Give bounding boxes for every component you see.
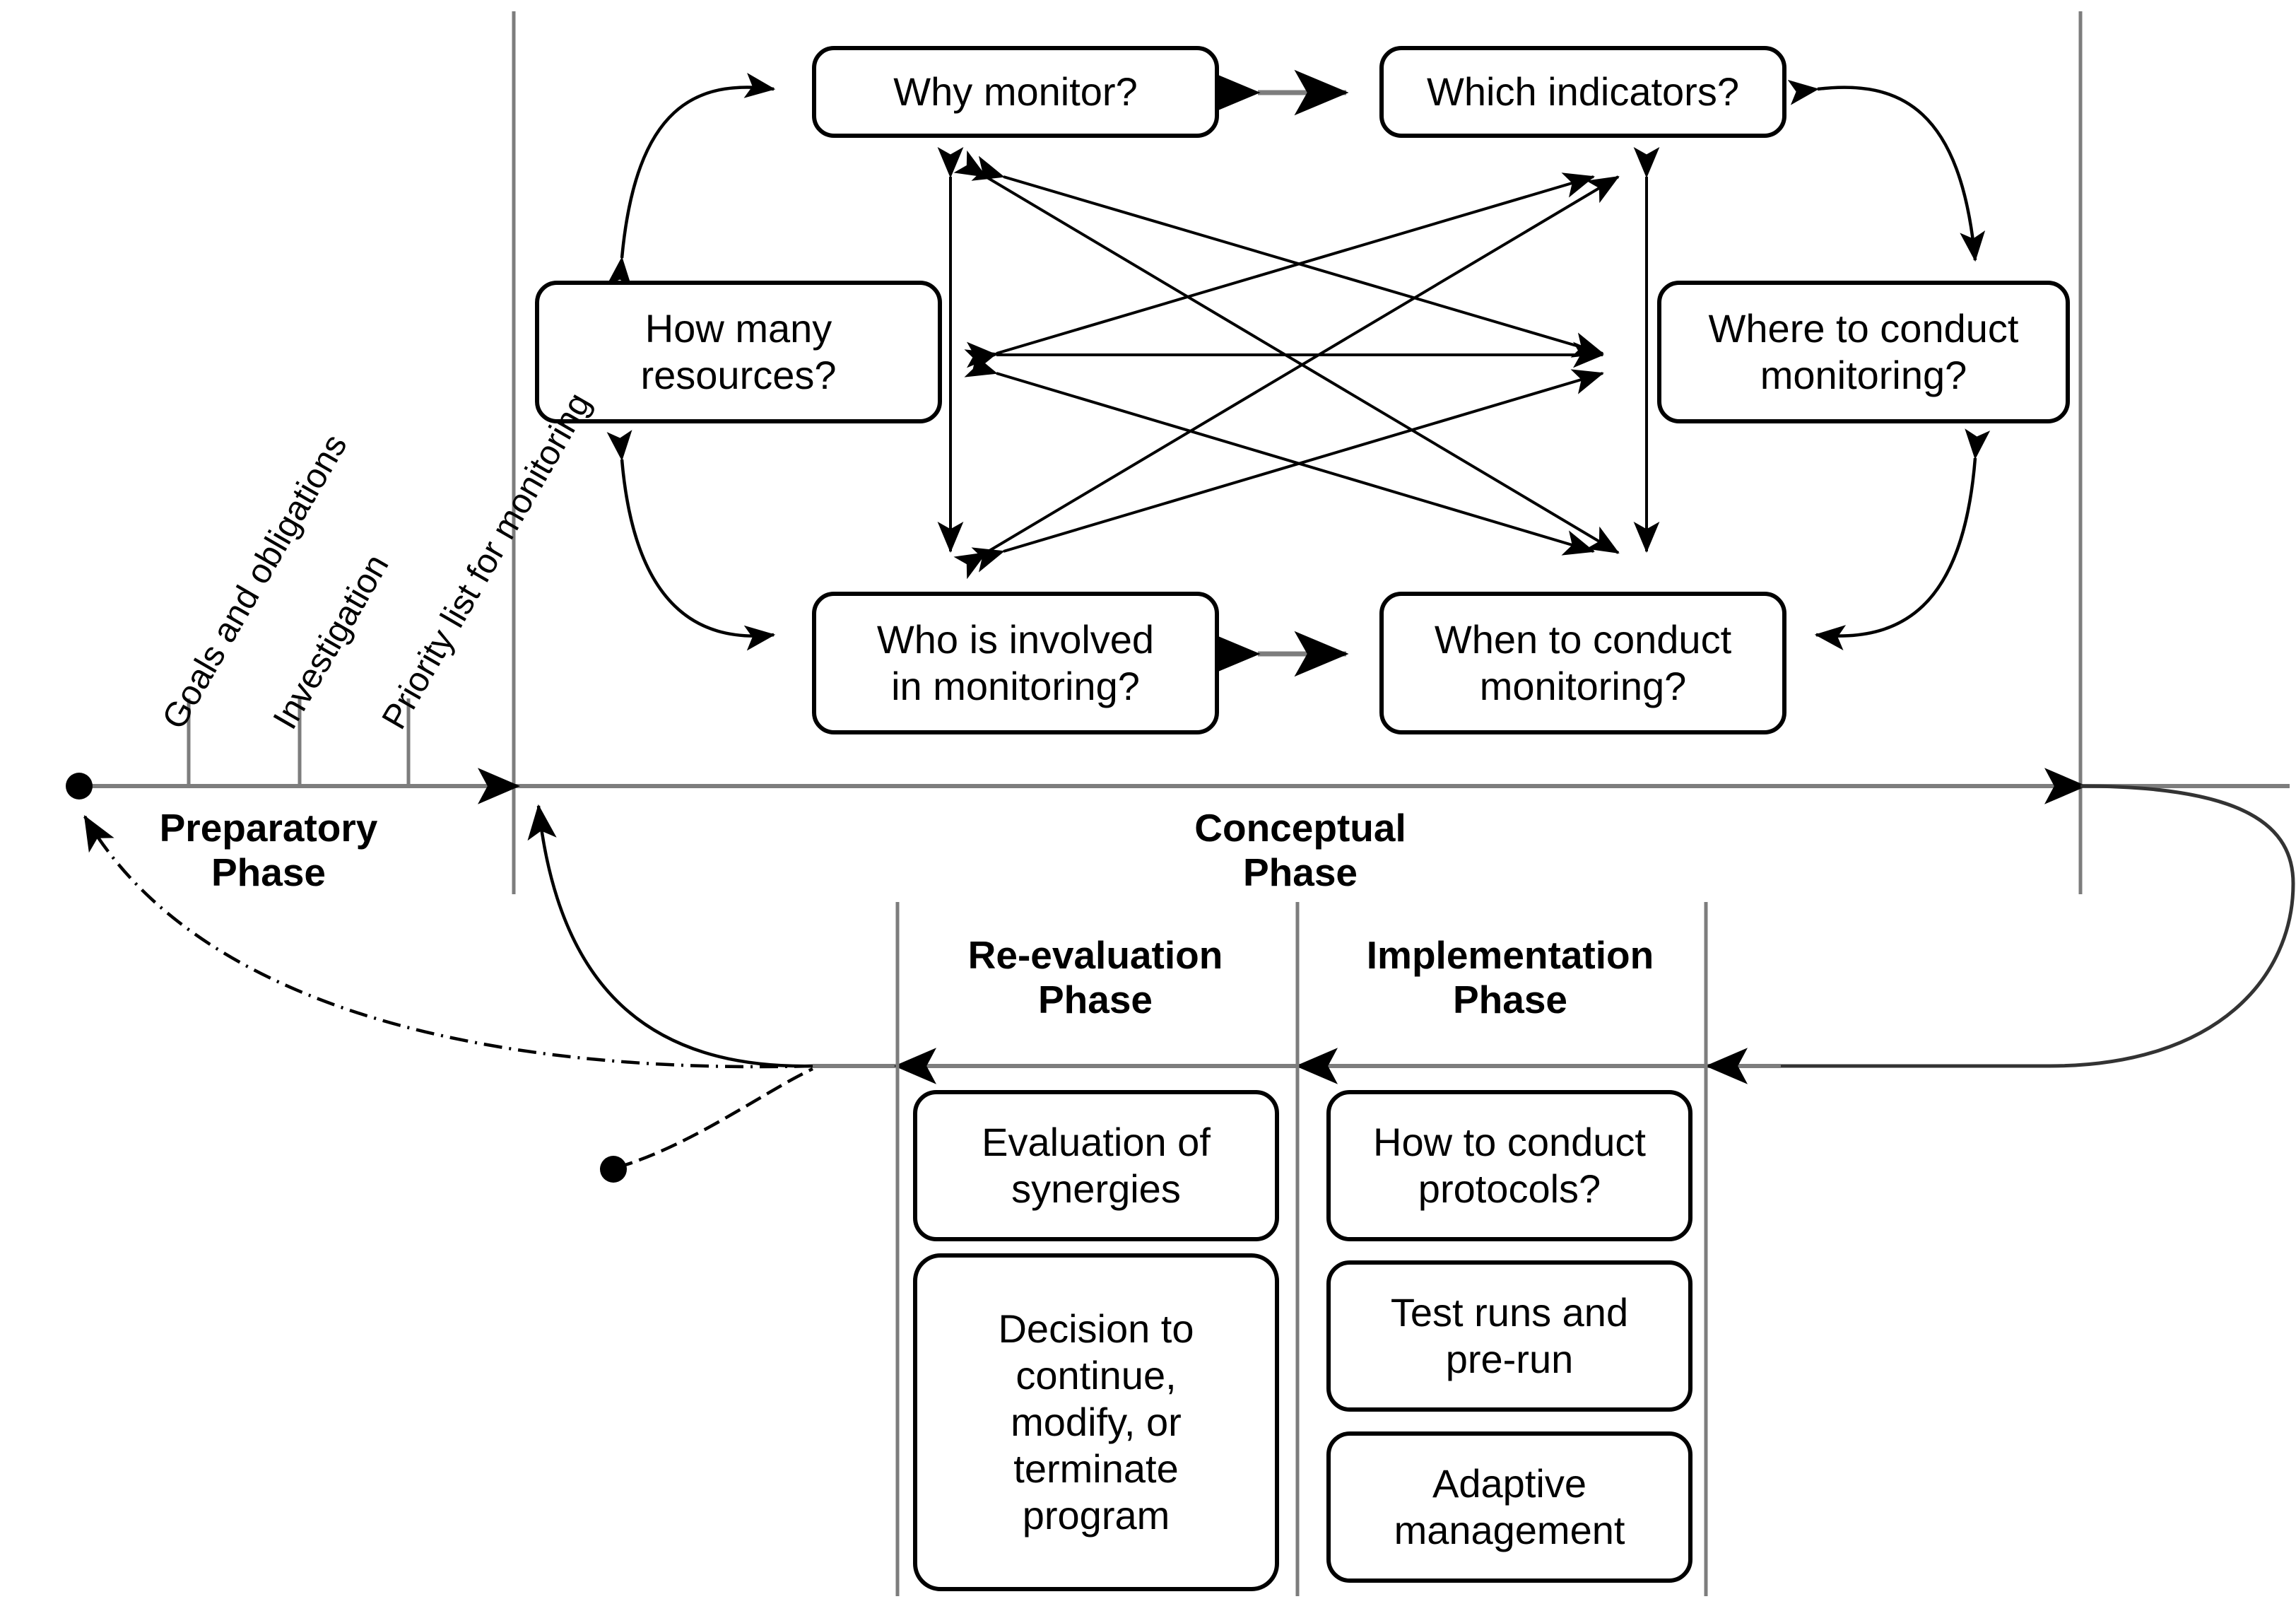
box-how-to-conduct-protocols: [1326, 1090, 1692, 1241]
phase-divider-lines: [512, 11, 2083, 894]
arrow-diag-lower-a: [971, 369, 1604, 573]
box-test-runs-and-pre-run: [1326, 1260, 1692, 1412]
feedback-curve-solid: [527, 804, 813, 1068]
timeline-ticks: [187, 698, 411, 786]
phase-label-preparatory: Preparatory Phase: [159, 806, 378, 895]
arrow-diag-upper-b: [964, 172, 1595, 375]
phase-label-conceptual: Conceptual Phase: [1194, 806, 1406, 895]
arrow-diag-long-b: [953, 175, 1620, 580]
phase-label-reevaluation: Re-evaluation Phase: [967, 933, 1223, 1022]
feedback-origin-dot: [600, 1156, 627, 1183]
curve-where-to-when: [1814, 428, 1991, 650]
loop-back-curve: [1767, 784, 2295, 1068]
phase-label-implementation: Implementation Phase: [1366, 933, 1654, 1022]
box-how-many-resources: [535, 281, 942, 423]
box-adaptive-management: [1326, 1431, 1692, 1583]
lower-phase-dividers: [895, 902, 1708, 1596]
box-why-monitor: [812, 46, 1219, 138]
box-which-indicators: [1379, 46, 1786, 138]
box-decision-to-continue: [913, 1253, 1279, 1591]
box-evaluation-of-synergies: [913, 1090, 1279, 1241]
feedback-curve-short: [616, 1067, 813, 1170]
box-when-to-conduct-monitoring: [1379, 592, 1786, 734]
curve-resources-to-who: [606, 430, 776, 651]
arrow-diag-lower-b: [964, 352, 1595, 556]
central-arrow-bundle: [937, 147, 1660, 580]
curve-resources-to-why: [606, 73, 776, 288]
box-who-is-involved: [812, 592, 1219, 734]
return-timeline: [813, 784, 2295, 1084]
rounded-boxes: [535, 46, 2070, 1591]
feedback-curve-dashdot: [83, 815, 813, 1069]
box-where-to-conduct-monitoring: [1657, 281, 2070, 423]
arrow-diag-upper-a: [971, 156, 1604, 358]
curve-indicators-to-where: [1787, 79, 1986, 262]
preparatory-timeline: [66, 698, 2290, 804]
timeline-start-dot: [66, 773, 93, 800]
